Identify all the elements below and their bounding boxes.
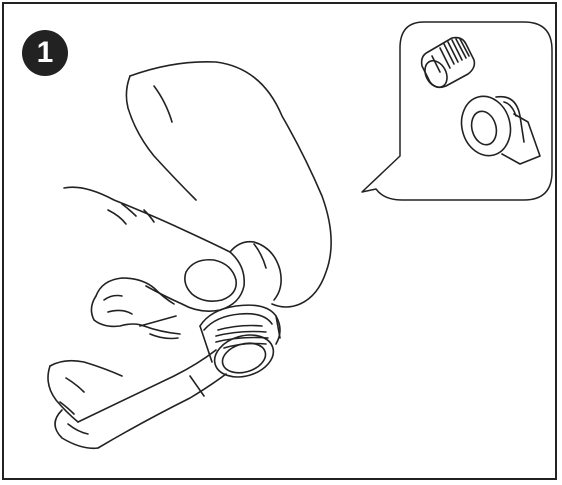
inset-callout <box>362 22 552 200</box>
fingernail <box>185 260 236 301</box>
tape-roll-icon <box>455 91 540 164</box>
threaded-fitting-icon <box>421 38 475 91</box>
installation-illustration <box>4 4 557 480</box>
curled-fingers <box>96 278 174 304</box>
index-finger <box>64 187 244 311</box>
supporting-hand <box>48 361 122 449</box>
hand-illustration <box>64 62 331 339</box>
instruction-panel: 1 <box>2 2 557 480</box>
threaded-fitting-main <box>200 305 280 383</box>
sealing-tape-strip <box>78 350 226 448</box>
